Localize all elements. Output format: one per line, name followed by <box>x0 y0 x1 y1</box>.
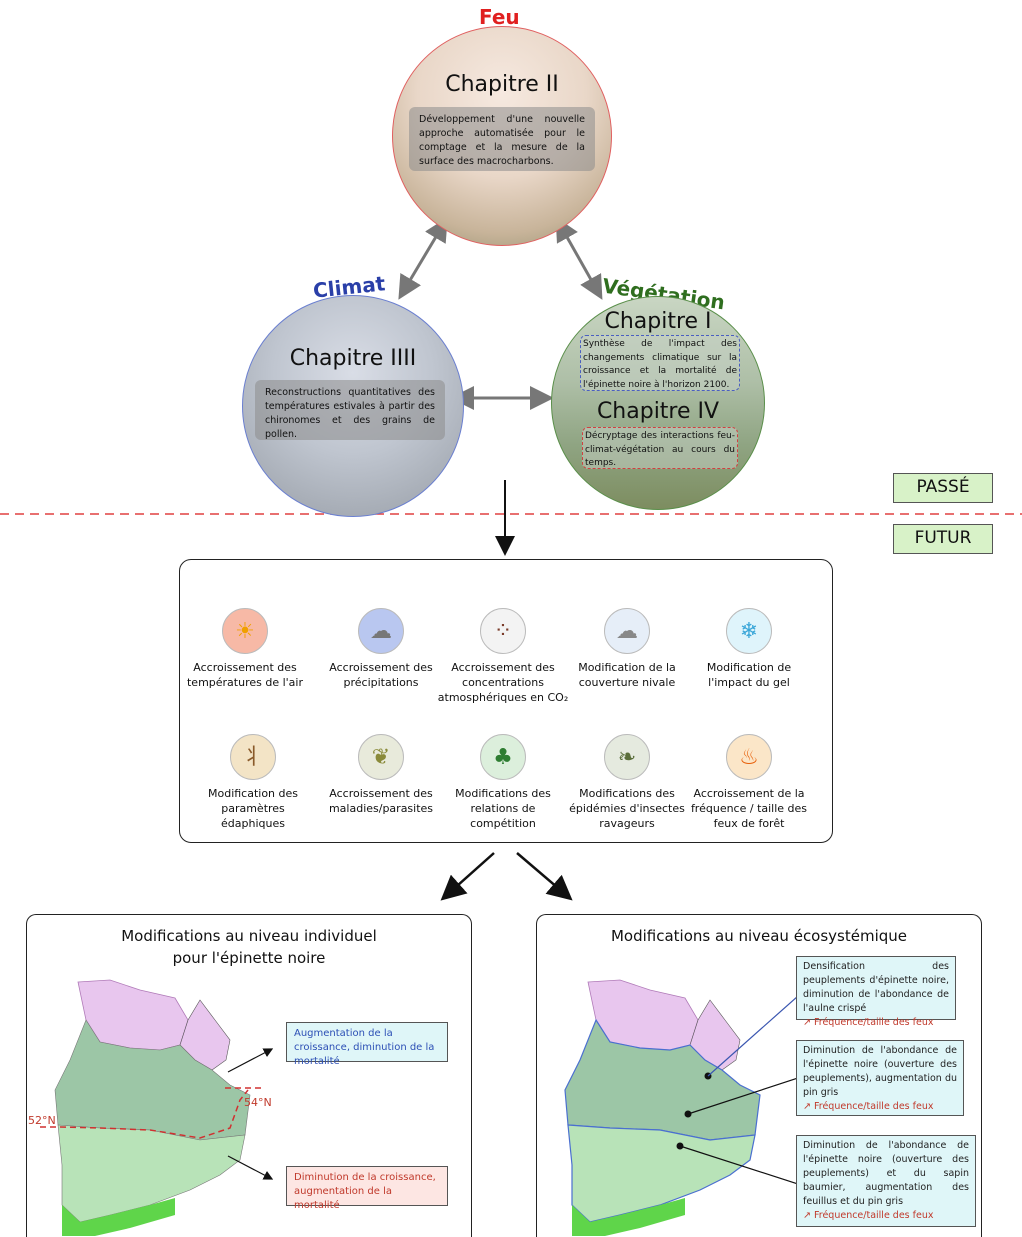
note-growth-decrease: Diminution de la croissance, augmentatio… <box>286 1166 448 1211</box>
eco-note-fire: ↗ Fréquence/taille des feux <box>803 1017 934 1028</box>
factor-edaphic: ⺦ Modification des paramètres édaphiques <box>188 734 318 831</box>
arrow-to-ecosystem <box>516 852 573 901</box>
factor-insects: ❧ Modifications des épidémies d'insectes… <box>562 734 692 831</box>
sun-icon: ☀ <box>222 608 268 654</box>
passe-tag: PASSÉ <box>893 473 993 503</box>
quebec-map-ecosystem <box>564 979 796 1236</box>
factor-label: Accroissement des températures de l'air <box>186 661 303 689</box>
branch-disease-icon: ❦ <box>358 734 404 780</box>
factors-panel: ☀ Accroissement des températures de l'ai… <box>179 559 833 843</box>
eco-note-middle: Diminution de l'abondance de l'épinette … <box>796 1040 964 1116</box>
insect-branch-icon: ❧ <box>604 734 650 780</box>
factor-label: Accroissement des concentrations atmosph… <box>437 661 569 704</box>
trees-icon: ♣ <box>480 734 526 780</box>
chapter-3-title: Chapitre IIII <box>289 346 417 371</box>
factor-label: Modification des paramètres édaphiques <box>207 787 299 830</box>
feu-label: Feu <box>479 5 520 29</box>
chapters-1-4-circle: Chapitre I Synthèse de l'impact des chan… <box>551 296 765 510</box>
eco-note-text: Densification des peuplements d'épinette… <box>803 961 949 1014</box>
latitude-54-label: 54°N <box>244 1096 272 1109</box>
factor-snow-cover: ☁ Modification de la couverture nivale <box>562 608 692 690</box>
futur-tag: FUTUR <box>893 524 993 554</box>
note-growth-increase: Augmentation de la croissance, diminutio… <box>286 1022 448 1067</box>
chapter-2-title: Chapitre II <box>445 72 559 97</box>
chapter-1-title: Chapitre I <box>604 309 712 334</box>
factor-label: Accroissement de la fréquence / taille d… <box>690 787 808 830</box>
chapter-1-text: Synthèse de l'impact des changements cli… <box>580 335 740 391</box>
arrow-feu-climat <box>398 217 448 300</box>
latitude-52-label: 52°N <box>28 1114 56 1127</box>
factor-label: Modifications des relations de compétiti… <box>455 787 551 830</box>
ecosystem-title: Modifications au niveau écosystémique <box>610 927 908 945</box>
factor-label: Accroissement des maladies/parasites <box>328 787 434 815</box>
co2-particles-icon: ⁘ <box>480 608 526 654</box>
factor-precipitation: ☁ Accroissement des précipitations <box>316 608 446 690</box>
chapter-3-text: Reconstructions quantitatives des tempér… <box>255 380 445 440</box>
quebec-map-individual <box>40 979 274 1236</box>
arrow-to-individual <box>440 852 495 901</box>
factor-competition: ♣ Modifications des relations de compéti… <box>436 734 570 831</box>
eco-note-fire: ↗ Fréquence/taille des feux <box>803 1101 934 1112</box>
chapter-4-title: Chapitre IV <box>596 399 720 424</box>
individual-title-line2: pour l'épinette noire <box>172 949 326 967</box>
rain-cloud-icon: ☁ <box>358 608 404 654</box>
factor-label: Accroissement des précipitations <box>329 661 433 689</box>
factor-label: Modification de la couverture nivale <box>578 661 676 689</box>
eco-note-fire: ↗ Fréquence/taille des feux <box>803 1210 934 1221</box>
eco-note-text: Diminution de l'abondance de l'épinette … <box>803 1140 969 1207</box>
eco-note-south: Diminution de l'abondance de l'épinette … <box>796 1135 976 1227</box>
soil-roots-icon: ⺦ <box>230 734 276 780</box>
individual-title-line1: Modifications au niveau individuel <box>121 927 377 945</box>
chapter-3-circle: Chapitre IIII Reconstructions quantitati… <box>242 295 464 517</box>
factor-fires: ♨ Accroissement de la fréquence / taille… <box>684 734 814 831</box>
factor-diseases: ❦ Accroissement des maladies/parasites <box>316 734 446 816</box>
factor-label: Modification de l'impact du gel <box>706 661 792 689</box>
chapter-2-circle: Chapitre II Développement d'une nouvelle… <box>392 26 612 246</box>
factor-air-temperature: ☀ Accroissement des températures de l'ai… <box>180 608 310 690</box>
eco-note-text: Diminution de l'abondance de l'épinette … <box>803 1045 957 1098</box>
chapter-4-text: Décryptage des interactions feu-climat-v… <box>582 427 738 469</box>
factor-label: Modifications des épidémies d'insectes r… <box>569 787 685 830</box>
snow-cloud-icon: ☁ <box>604 608 650 654</box>
factor-frost: ❄ Modification de l'impact du gel <box>684 608 814 690</box>
arrow-feu-vegetation <box>555 216 603 300</box>
chapter-2-text: Développement d'une nouvelle approche au… <box>409 107 595 171</box>
factor-co2: ⁘ Accroissement des concentrations atmos… <box>436 608 570 705</box>
eco-note-north: Densification des peuplements d'épinette… <box>796 956 956 1028</box>
snowflake-icon: ❄ <box>726 608 772 654</box>
fire-icon: ♨ <box>726 734 772 780</box>
